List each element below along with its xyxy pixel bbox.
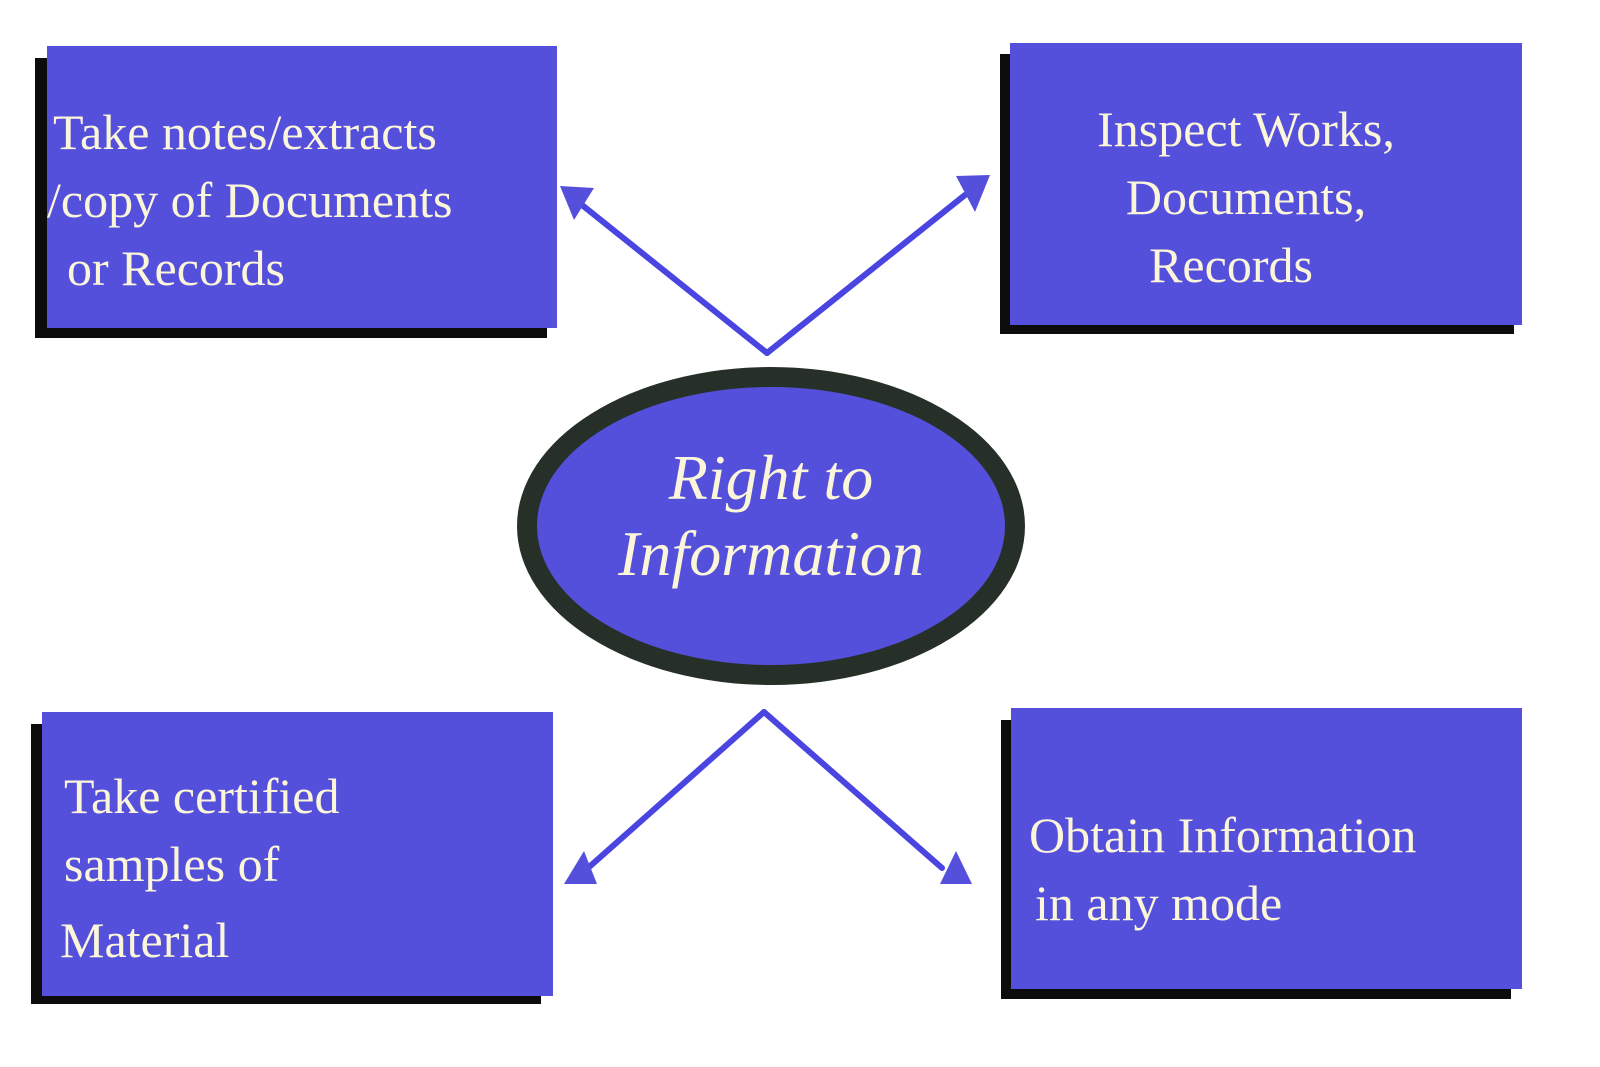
node-text-line: Take notes/extracts [53, 104, 437, 160]
node-text-line: Obtain Information [1029, 807, 1417, 863]
node-text-line: or Records [67, 240, 285, 296]
node-text-line: Records [1149, 237, 1313, 293]
arrowhead-bottom-left [564, 851, 597, 884]
node-text-line: /copy of Documents [47, 172, 453, 228]
node-text-line: samples of [64, 836, 280, 892]
arrow-to-top-left [579, 202, 770, 356]
arrowhead-top-left [560, 186, 594, 220]
arrow-to-bottom-left [585, 709, 767, 871]
arrow-to-top-right [764, 192, 968, 356]
center-node-label: Right to Information [517, 440, 1025, 592]
node-inspect-works: Inspect Works, Documents, Records [1010, 43, 1522, 325]
node-text-line: Documents, [1125, 169, 1367, 225]
arrowhead-bottom-right [940, 851, 972, 884]
node-text-line: in any mode [1035, 875, 1283, 931]
arrowhead-top-right [956, 175, 990, 212]
node-text-line: Inspect Works, [1097, 101, 1395, 157]
center-label-line: Right to [668, 442, 874, 513]
node-obtain-information: Obtain Information in any mode [1011, 708, 1522, 989]
node-text-line: Take certified [64, 768, 340, 824]
node-certified-samples: Take certified samples of Material [42, 712, 553, 996]
node-text-line: Material [60, 912, 230, 968]
center-label-line: Information [618, 518, 924, 589]
arrow-to-bottom-right [761, 709, 945, 871]
node-take-notes: Take notes/extracts /copy of Documents o… [47, 46, 557, 328]
